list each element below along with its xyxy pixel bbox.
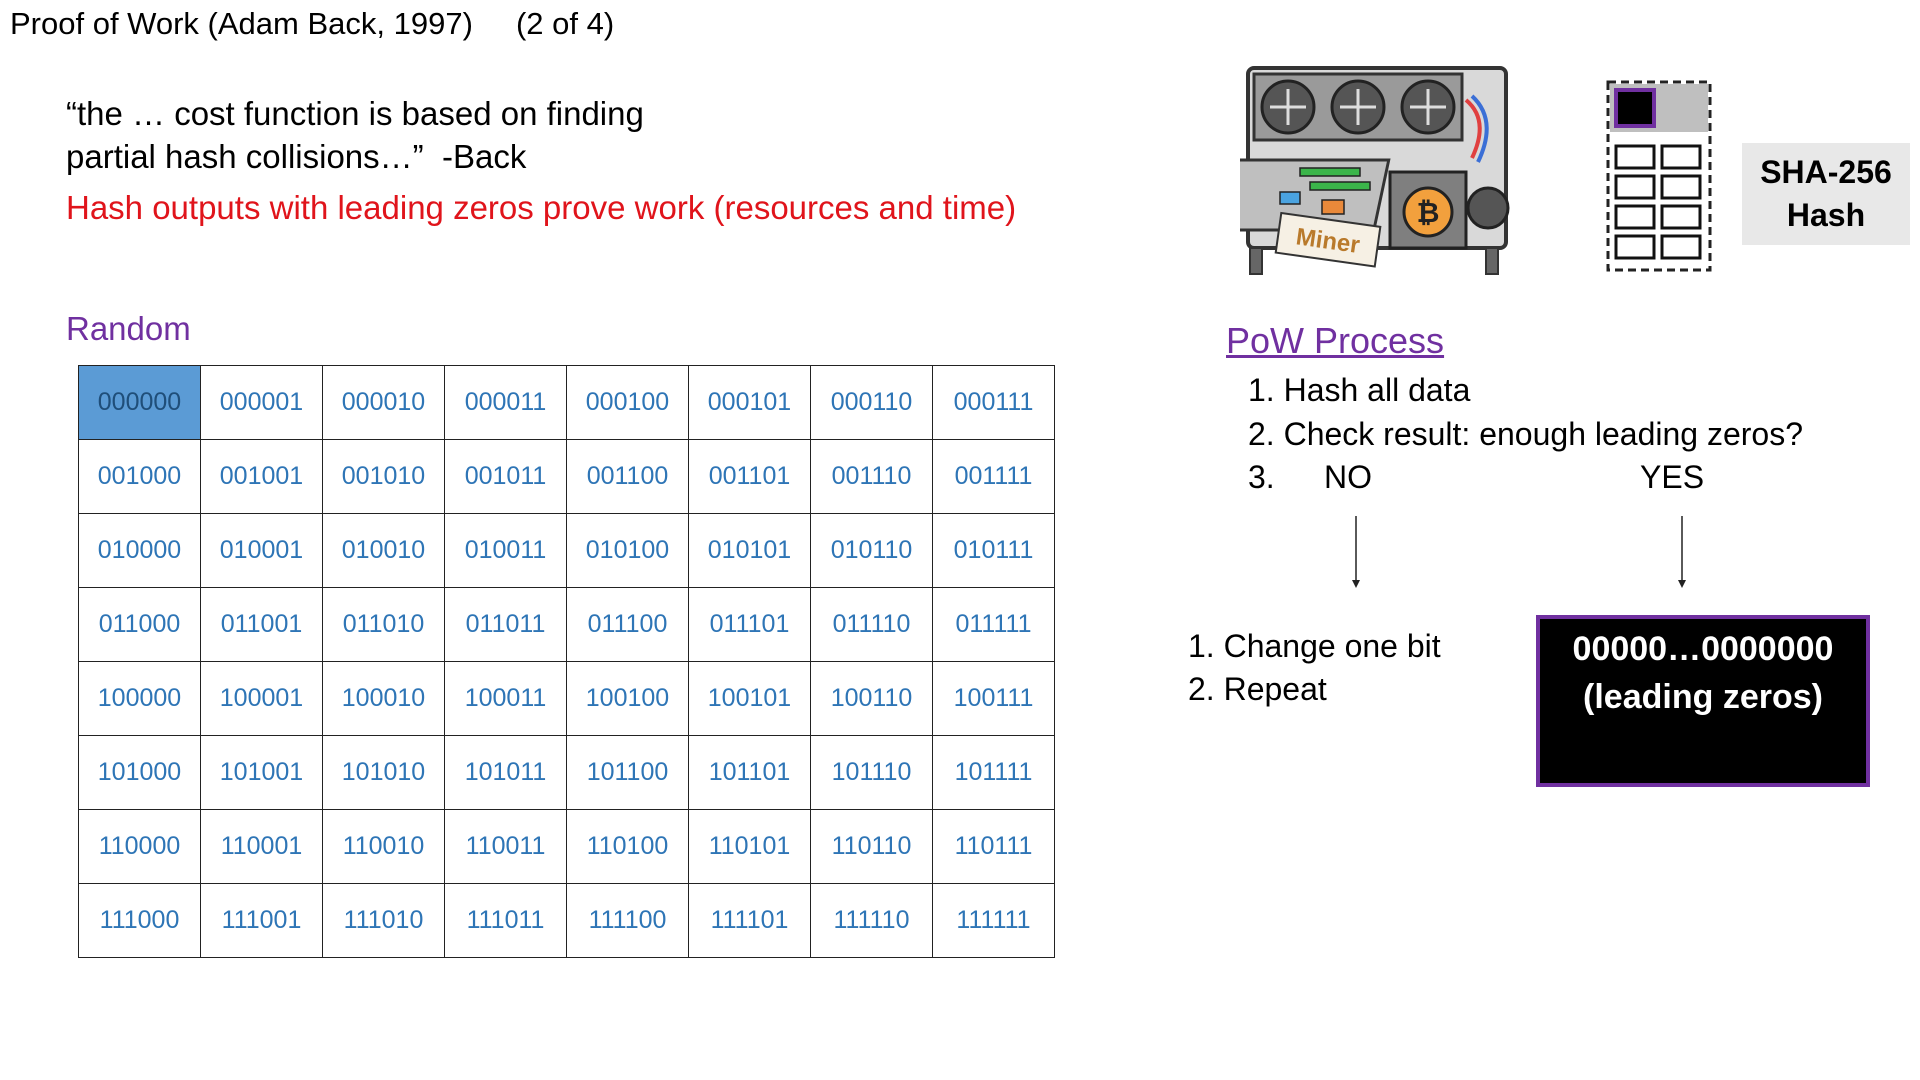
sha256-line-1: SHA-256	[1760, 154, 1892, 190]
hash-cell: 001000	[78, 439, 201, 514]
hash-cell: 011000	[78, 587, 201, 662]
hash-cell: 100000	[78, 661, 201, 736]
hash-cell: 010011	[444, 513, 567, 588]
sha256-line-2: Hash	[1786, 197, 1866, 233]
hash-cell: 010000	[78, 513, 201, 588]
hash-cell: 100110	[810, 661, 933, 736]
back-quote: “the … cost function is based on finding…	[66, 92, 644, 178]
hash-cell: 000010	[322, 365, 445, 440]
hash-cell: 011010	[322, 587, 445, 662]
hash-cell: 100010	[322, 661, 445, 736]
pow-process-title: PoW Process	[1226, 320, 1445, 361]
hash-cell: 101011	[444, 735, 567, 810]
hash-cell: 111101	[688, 883, 811, 958]
quote-line-1: “the … cost function is based on finding	[66, 95, 644, 132]
pow-step-2: 2. Check result: enough leading zeros?	[1248, 416, 1804, 452]
random-label: Random	[66, 310, 191, 347]
hash-cell: 010111	[932, 513, 1055, 588]
hash-cell: 101110	[810, 735, 933, 810]
hash-cell: 110101	[688, 809, 811, 884]
hash-cell: 001100	[566, 439, 689, 514]
hash-cell: 110011	[444, 809, 567, 884]
hash-cell: 000110	[810, 365, 933, 440]
hash-cell: 100001	[200, 661, 323, 736]
hash-cell: 110010	[322, 809, 445, 884]
pow-step-1: 1. Hash all data	[1248, 372, 1471, 408]
hash-cell: 111010	[322, 883, 445, 958]
hash-cell: 100011	[444, 661, 567, 736]
hash-cell: 110000	[78, 809, 201, 884]
hash-cell: 101101	[688, 735, 811, 810]
hash-cell: 010001	[200, 513, 323, 588]
hash-cell: 010101	[688, 513, 811, 588]
hash-cell: 110110	[810, 809, 933, 884]
result-line-1: 00000…0000000	[1572, 630, 1834, 668]
hash-cell: 010010	[322, 513, 445, 588]
result-line-2: (leading zeros)	[1583, 678, 1823, 716]
hash-cell: 000101	[688, 365, 811, 440]
decision-arrows	[1352, 516, 1686, 588]
pow-step-3-number: 3.	[1248, 459, 1275, 495]
hash-cell: 101100	[566, 735, 689, 810]
hash-cell: 011011	[444, 587, 567, 662]
mining-rig-icon: ₿ Miner	[1240, 66, 1510, 275]
hash-cell: 000100	[566, 365, 689, 440]
hash-cell: 011101	[688, 587, 811, 662]
hash-cell: 101000	[78, 735, 201, 810]
hash-cell: 000001	[200, 365, 323, 440]
hash-cell: 011001	[200, 587, 323, 662]
pow-no-label: NO	[1324, 459, 1372, 495]
hash-cell: 101010	[322, 735, 445, 810]
leading-zeros-claim: Hash outputs with leading zeros prove wo…	[66, 189, 1017, 226]
hash-cell: 001101	[688, 439, 811, 514]
hash-cell: 111100	[566, 883, 689, 958]
svg-text:₿: ₿	[1417, 197, 1440, 228]
hash-cell: 110001	[200, 809, 323, 884]
hash-cell: 100111	[932, 661, 1055, 736]
hash-cell: 010110	[810, 513, 933, 588]
hash-cell: 001001	[200, 439, 323, 514]
hash-cell: 000111	[932, 365, 1055, 440]
hash-cell: 001011	[444, 439, 567, 514]
hash-cell: 011111	[932, 587, 1055, 662]
hash-cell: 001110	[810, 439, 933, 514]
hash-cell: 101001	[200, 735, 323, 810]
pow-yes-label: YES	[1640, 459, 1705, 495]
hash-cell: 100100	[566, 661, 689, 736]
hash-cell: 001010	[322, 439, 445, 514]
leading-zeros-result: 00000…0000000 (leading zeros)	[1536, 615, 1870, 787]
hash-cell: 101111	[932, 735, 1055, 810]
hash-cell: 010100	[566, 513, 689, 588]
hash-cell: 110100	[566, 809, 689, 884]
hash-cell: 111011	[444, 883, 567, 958]
sha256-label-box: SHA-256 Hash	[1742, 143, 1910, 245]
hash-cell: 011100	[566, 587, 689, 662]
hash-cell: 100101	[688, 661, 811, 736]
hash-cell: 011110	[810, 587, 933, 662]
no-branch-step-2: 2. Repeat	[1188, 671, 1327, 707]
no-branch-step-1: 1. Change one bit	[1188, 628, 1441, 664]
hash-chip-icon	[1606, 80, 1712, 272]
hash-cell: 110111	[932, 809, 1055, 884]
hash-cell: 111110	[810, 883, 933, 958]
hash-cell: 111111	[932, 883, 1055, 958]
quote-line-2: partial hash collisions…” -Back	[66, 138, 527, 175]
hash-cell: 000000	[78, 365, 201, 440]
hash-cell: 001111	[932, 439, 1055, 514]
hash-cell: 000011	[444, 365, 567, 440]
hash-cell: 111000	[78, 883, 201, 958]
hash-cell: 111001	[200, 883, 323, 958]
slide-title: Proof of Work (Adam Back, 1997) (2 of 4)	[10, 6, 615, 41]
